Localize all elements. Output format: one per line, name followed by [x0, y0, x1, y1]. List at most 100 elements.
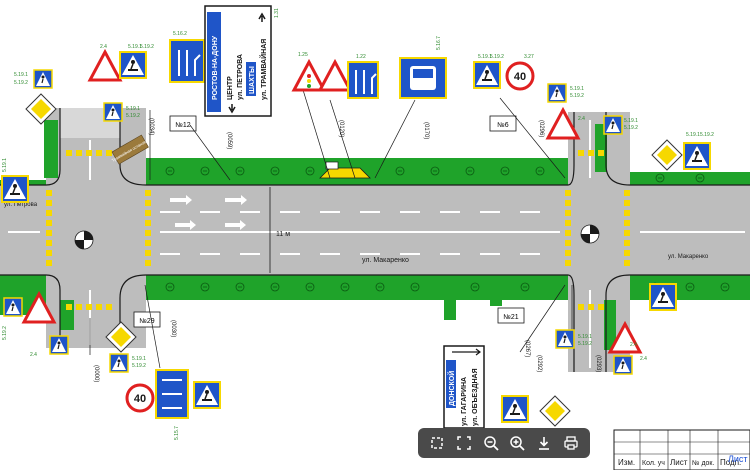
bus-window-icon — [413, 69, 433, 78]
svg-text:5.16.7: 5.16.7 — [436, 36, 442, 50]
title-col-podp: Подп. — [720, 458, 741, 467]
svg-text:1.25: 1.25 — [298, 52, 308, 58]
zoom-out-icon — [483, 436, 499, 451]
svg-text:5.19.2: 5.19.2 — [2, 326, 8, 340]
right-arrow-icon — [452, 348, 481, 356]
distance-0296: (0296) — [538, 120, 544, 137]
svg-text:5.19.2: 5.19.2 — [140, 44, 154, 50]
distance-0170: (0170) — [423, 122, 429, 139]
svg-text:2.4: 2.4 — [640, 356, 647, 362]
direction-top-line4: ШАХТЫ — [249, 66, 256, 94]
svg-text:2.4: 2.4 — [578, 116, 585, 122]
tram-stop-platform — [319, 167, 371, 179]
fit-page-button[interactable] — [426, 432, 448, 454]
download-icon — [538, 437, 549, 450]
title-col-list: Лист — [670, 458, 688, 467]
road-arrows — [170, 195, 247, 230]
leader-lines — [89, 79, 573, 369]
svg-text:5.19.1: 5.19.1 — [570, 86, 584, 92]
distance-0292: (0292) — [536, 355, 542, 372]
svg-text:2.4: 2.4 — [100, 44, 107, 50]
speed-limit-top: 40 — [514, 71, 526, 83]
traffic-light-red-icon — [307, 74, 311, 78]
small-crosswalk-sign-icon-5 — [3, 297, 23, 317]
distance-0120: (0120) — [338, 120, 344, 137]
svg-text:2.4: 2.4 — [30, 352, 37, 358]
svg-text:5.19.2: 5.19.2 — [14, 80, 28, 86]
small-crosswalk-sign-icon-4 — [103, 102, 123, 122]
priority-road-sign-icon-4 — [539, 395, 571, 427]
distance-0030: (0030) — [170, 320, 176, 337]
title-col-doc: № док. — [692, 460, 714, 467]
small-crosswalk-sign-icon-6 — [49, 335, 69, 355]
street-label-left: ул. Петрова — [4, 202, 38, 208]
lane-markings — [8, 120, 745, 368]
speed-limit-sign-icon — [505, 61, 535, 91]
zoom-out-button[interactable] — [480, 432, 502, 454]
svg-text:5.19.1: 5.19.1 — [132, 356, 146, 362]
right-vert-green-top — [595, 124, 607, 172]
lane-arrows-icon — [178, 50, 201, 76]
small-crosswalk-sign-icon-3 — [33, 69, 53, 89]
left-vert-green-top — [44, 120, 58, 178]
priority-road-sign-icon — [651, 139, 683, 171]
svg-text:1.31: 1.31 — [274, 8, 280, 18]
direction-sign-bottom-blue-band — [446, 360, 456, 408]
svg-text:5.19.2: 5.19.2 — [570, 93, 584, 99]
svg-text:2.4: 2.4 — [630, 342, 637, 348]
svg-text:5.19.2: 5.19.2 — [700, 132, 714, 138]
crosswalk-markings — [46, 150, 630, 310]
svg-text:5.19.1: 5.19.1 — [128, 44, 142, 50]
download-button[interactable] — [533, 432, 555, 454]
page-label: Лист — [728, 454, 748, 464]
svg-text:3.27: 3.27 — [524, 54, 534, 60]
direction-bottom-line2: ул. ГАГАРИНА — [461, 377, 468, 426]
crosswalk-sign-icon-3 — [683, 142, 711, 170]
direction-sign-top-blue-tag — [246, 62, 256, 96]
bottom-mid-green — [444, 278, 456, 320]
traffic-light-yellow-icon — [307, 79, 311, 83]
svg-text:5.19.1: 5.19.1 — [686, 132, 700, 138]
svg-text:5.19.2: 5.19.2 — [578, 341, 592, 347]
pedestrian-warning-triangle-icon — [88, 50, 122, 82]
distance-0293: (0293) — [595, 355, 601, 372]
svg-text:1.22: 1.22 — [356, 54, 366, 60]
right-vert-green-bottom — [604, 300, 616, 350]
print-button[interactable] — [560, 432, 582, 454]
right-top-green — [630, 172, 750, 185]
svg-text:5.19.2: 5.19.2 — [132, 363, 146, 369]
direction-bottom-line1: ДОНСКОЙ — [447, 371, 456, 406]
bus-icon — [325, 161, 339, 170]
distance-0059: (0059) — [226, 132, 232, 149]
direction-top-line5: ул. ТРАМВАЙНАЯ — [259, 39, 268, 100]
zoom-in-button[interactable] — [506, 432, 528, 454]
crosswalk-sign-icon-5 — [193, 381, 221, 409]
expand-button[interactable] — [453, 432, 475, 454]
expand-icon — [457, 436, 471, 450]
crosswalk-sign-icon-2 — [473, 61, 501, 89]
direction-top-line2: ЦЕНТР — [227, 76, 234, 100]
left-intersection-marker — [74, 230, 94, 250]
svg-text:5.19.1: 5.19.1 — [2, 158, 8, 172]
direction-top-line3: ул. ПЕТРОВА — [237, 54, 244, 100]
small-crosswalk-sign-icon — [547, 83, 567, 103]
direction-top-line1: РОСТОВ-НА-ДОНУ — [212, 35, 219, 100]
right-bottom-green — [630, 275, 750, 300]
svg-text:5.19.2: 5.19.2 — [126, 113, 140, 119]
bottom-mid-green-2 — [490, 278, 502, 306]
viewer-toolbar — [418, 428, 590, 458]
block-6: №6 — [497, 122, 509, 129]
direction-bottom-line3: ул. ОБЪЕЗДНАЯ — [472, 368, 479, 426]
block-29: №29 — [139, 318, 154, 325]
block-12: №12 — [175, 122, 190, 129]
crosswalk-sign-icon — [119, 51, 147, 79]
svg-text:5.19.1: 5.19.1 — [126, 106, 140, 112]
svg-text:5.19.1: 5.19.1 — [14, 72, 28, 78]
pedestrian-warning-triangle-icon-2 — [318, 60, 352, 92]
direction-sign-top-blue-band — [207, 12, 221, 112]
lane-arrows-icon-2 — [355, 70, 377, 94]
crosswalk-sign-icon-7 — [649, 283, 677, 311]
road-width-label: 11 м — [276, 231, 290, 238]
speed-limit-bottom: 40 — [134, 393, 146, 405]
